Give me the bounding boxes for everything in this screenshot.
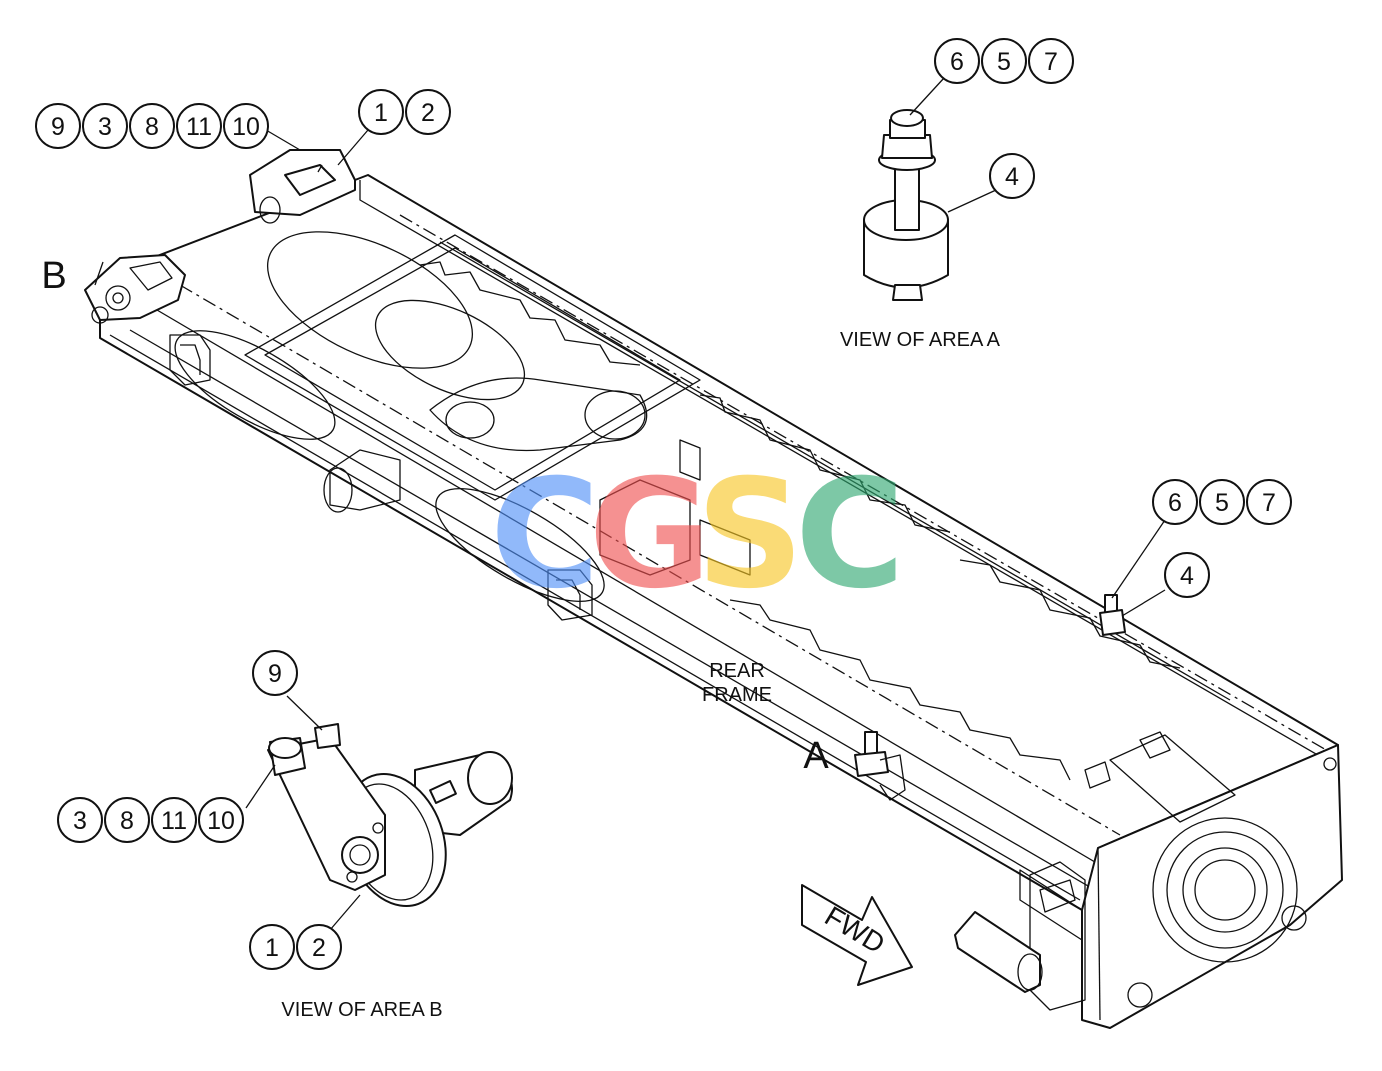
fwd-arrow: FWD xyxy=(801,884,913,986)
callout-number: 1 xyxy=(265,934,279,962)
watermark-letter-4: C xyxy=(795,448,905,622)
callout-top-left-row-3: 3 xyxy=(82,103,128,149)
callout-number: 6 xyxy=(950,48,964,76)
callout-top-left-row-9: 9 xyxy=(35,103,81,149)
callout-number: 5 xyxy=(1215,489,1229,517)
callout-number: 7 xyxy=(1044,48,1058,76)
watermark-letter-3: S xyxy=(696,448,804,622)
view-area-b-drawing xyxy=(267,723,513,907)
callout-view-b-top-9: 9 xyxy=(252,650,298,696)
callout-view-b-left-row-11: 11 xyxy=(151,797,197,843)
view-area-a-label: VIEW OF AREA A xyxy=(840,329,1001,351)
rear-frame-drawing xyxy=(84,149,1343,1029)
callout-number: 8 xyxy=(145,113,159,141)
area-b-marker: B xyxy=(41,255,66,297)
callout-number: 9 xyxy=(51,113,65,141)
callout-number: 9 xyxy=(268,660,282,688)
view-area-a-drawing xyxy=(863,109,949,301)
watermark-letter-1: C xyxy=(490,448,600,622)
callout-frame-right-top-7: 7 xyxy=(1246,479,1292,525)
callout-number: 4 xyxy=(1005,163,1019,191)
callout-top-left-row-8: 8 xyxy=(129,103,175,149)
callout-view-a-top-6: 6 xyxy=(934,38,980,84)
callout-number: 8 xyxy=(120,807,134,835)
callout-number: 6 xyxy=(1168,489,1182,517)
callout-number: 5 xyxy=(997,48,1011,76)
callout-frame-right-side-4: 4 xyxy=(1164,552,1210,598)
rear-frame-label-line2: FRAME xyxy=(702,684,772,706)
callout-number: 4 xyxy=(1180,562,1194,590)
callout-view-b-bottom-1: 1 xyxy=(249,924,295,970)
callout-top-left-row-11: 11 xyxy=(176,103,222,149)
view-area-b-label: VIEW OF AREA B xyxy=(281,999,442,1021)
callout-number: 3 xyxy=(98,113,112,141)
callout-number: 3 xyxy=(73,807,87,835)
callout-view-a-top-5: 5 xyxy=(981,38,1027,84)
callout-number: 11 xyxy=(186,113,212,141)
leader-lines xyxy=(94,77,1166,931)
callout-top-left-pair-2: 2 xyxy=(405,89,451,135)
callout-number: 2 xyxy=(312,934,326,962)
callout-frame-right-top-6: 6 xyxy=(1152,479,1198,525)
callout-number: 11 xyxy=(161,807,187,835)
callout-frame-right-top-5: 5 xyxy=(1199,479,1245,525)
callout-view-b-left-row-3: 3 xyxy=(57,797,103,843)
callout-number: 2 xyxy=(421,99,435,127)
callout-number: 1 xyxy=(374,99,388,127)
callout-view-b-left-row-10: 10 xyxy=(198,797,244,843)
callout-number: 10 xyxy=(207,807,235,835)
rear-frame-label-line1: REAR xyxy=(709,660,765,682)
callout-view-b-bottom-2: 2 xyxy=(296,924,342,970)
callout-view-a-top-7: 7 xyxy=(1028,38,1074,84)
watermark: C G S C xyxy=(490,448,905,622)
callout-bubbles: 9 3 8 11 10 1 2 6 5 7 4 6 5 7 4 9 3 8 11 10 1 2 xyxy=(35,38,1292,970)
area-a-bolt xyxy=(854,731,906,801)
frame-right-bolt xyxy=(1099,594,1126,636)
watermark-letter-2: G xyxy=(588,448,711,622)
callout-number: 10 xyxy=(232,113,260,141)
callout-top-left-pair-1: 1 xyxy=(358,89,404,135)
callout-top-left-row-10: 10 xyxy=(223,103,269,149)
callout-view-b-left-row-8: 8 xyxy=(104,797,150,843)
callout-number: 7 xyxy=(1262,489,1276,517)
callout-view-a-side-4: 4 xyxy=(989,153,1035,199)
area-a-marker: A xyxy=(803,735,829,777)
